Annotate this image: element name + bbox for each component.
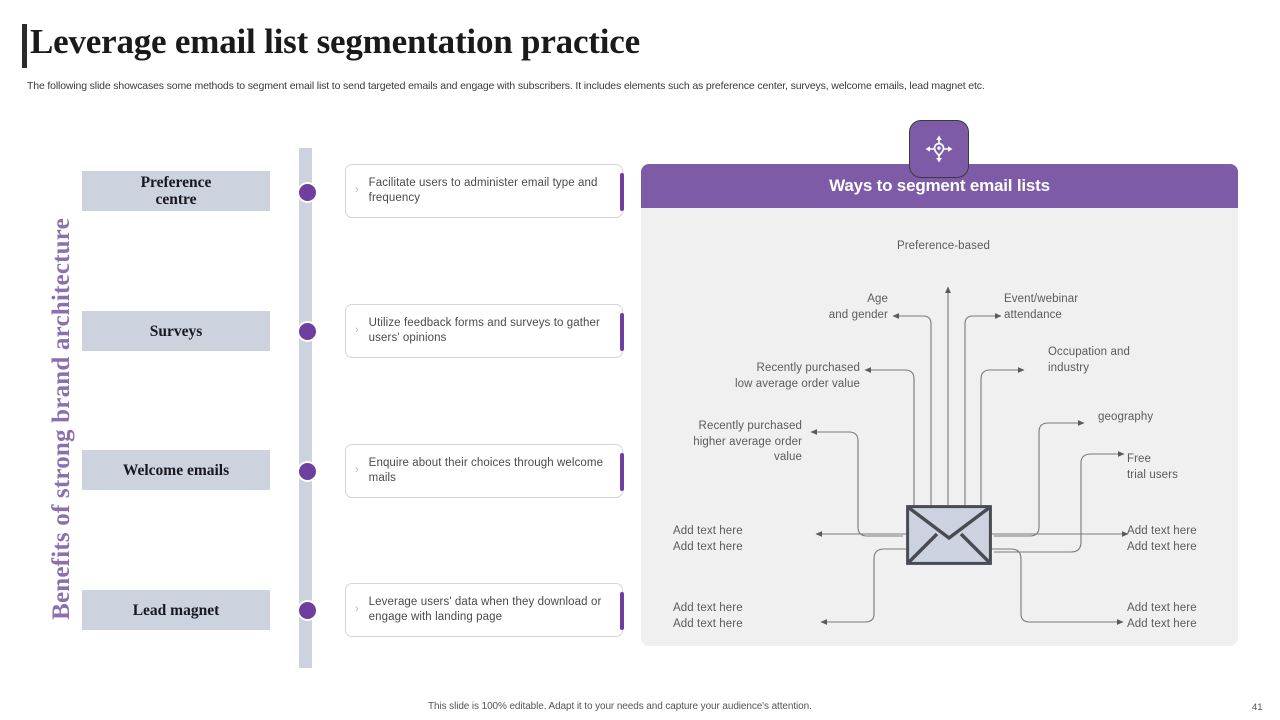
callout-card-welcome-emails[interactable]: › Enquire about their choices through we… <box>345 444 624 498</box>
callout-accent-bar <box>620 453 624 491</box>
move-location-icon[interactable] <box>909 120 969 178</box>
callout-text: Enquire about their choices through welc… <box>368 457 604 484</box>
diagram-node-left-bottom: Add text here Add text here <box>673 602 743 630</box>
side-label-benefits: Benefits of strong brand architecture <box>48 218 75 620</box>
diagram-node-age-and-gender: Age and gender <box>828 293 888 321</box>
diagram-node-recent-high-aov: Recently purchased higher average order … <box>693 420 802 463</box>
diagram-node-geography: geography <box>1098 411 1154 423</box>
page-title: Leverage email list segmentation practic… <box>30 22 640 61</box>
chevron-right-icon: › <box>355 464 359 476</box>
callout-accent-bar <box>620 592 624 630</box>
callout-text: Utilize feedback forms and surveys to ga… <box>368 317 600 344</box>
page-subtitle: The following slide showcases some metho… <box>27 80 985 92</box>
diagram-node-recent-low-aov: Recently purchased low average order val… <box>734 362 860 390</box>
diagram-node-right-mid: Add text here Add text here <box>1127 525 1197 553</box>
callout-text: Leverage users' data when they download … <box>368 596 602 623</box>
chevron-right-icon: › <box>355 603 359 615</box>
callout-card-preference-centre[interactable]: › Facilitate users to administer email t… <box>345 164 624 218</box>
callout-text: Facilitate users to administer email typ… <box>368 177 598 204</box>
timeline-dot-3[interactable] <box>297 461 318 482</box>
stage-box-surveys[interactable]: Surveys <box>82 311 270 351</box>
stage-box-welcome-emails[interactable]: Welcome emails <box>82 450 270 490</box>
title-accent-bar <box>22 24 27 68</box>
timeline-track <box>299 148 312 668</box>
callout-card-surveys[interactable]: › Utilize feedback forms and surveys to … <box>345 304 624 358</box>
diagram-panel: Ways to segment email lists <box>641 164 1238 646</box>
timeline-dot-1[interactable] <box>297 182 318 203</box>
stage-box-preference-centre[interactable]: Preference centre <box>82 171 270 211</box>
diagram-node-occupation-industry: Occupation and industry <box>1048 346 1130 374</box>
diagram-node-event-webinar: Event/webinar attendance <box>1004 293 1079 321</box>
move-location-glyph <box>925 135 953 163</box>
callout-accent-bar <box>620 173 624 211</box>
diagram-node-right-bottom: Add text here Add text here <box>1127 602 1197 630</box>
diagram-node-free-trial-users: Free trial users <box>1127 453 1178 481</box>
chevron-right-icon: › <box>355 324 359 336</box>
callout-accent-bar <box>620 313 624 351</box>
timeline-dot-2[interactable] <box>297 321 318 342</box>
envelope-icon <box>906 505 992 565</box>
diagram-node-preference-based: Preference-based <box>896 240 991 252</box>
stage-box-lead-magnet[interactable]: Lead magnet <box>82 590 270 630</box>
diagram-node-left-mid: Add text here Add text here <box>673 525 743 553</box>
chevron-right-icon: › <box>355 184 359 196</box>
callout-card-lead-magnet[interactable]: › Leverage users' data when they downloa… <box>345 583 624 637</box>
page-number: 41 <box>1252 702 1263 713</box>
footer-note: This slide is 100% editable. Adapt it to… <box>428 701 812 712</box>
timeline-dot-4[interactable] <box>297 600 318 621</box>
